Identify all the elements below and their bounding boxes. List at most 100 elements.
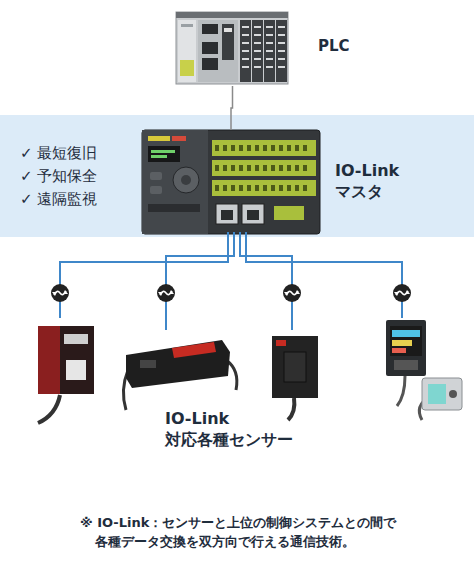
plc-illustration-part: [198, 20, 238, 82]
master-illustration-part: [148, 204, 200, 212]
master-illustration-part: [216, 204, 238, 224]
master-illustration-part-part: [223, 145, 227, 151]
io-link-wire-part: [240, 232, 292, 330]
master-illustration-part: [148, 136, 170, 141]
master-illustration-part: [212, 160, 316, 176]
check-item: ✓ 最短復旧: [20, 143, 97, 163]
master-illustration-part-part: [247, 165, 251, 171]
master-illustration-part-part: [303, 145, 307, 151]
master-illustration-part-part: [263, 185, 267, 191]
check-item: ✓ 予知保全: [20, 166, 97, 186]
master-illustration-part-part: [247, 185, 251, 191]
master-illustration-part: [142, 130, 320, 234]
master-illustration-part: [151, 155, 167, 158]
fiber-amplifier-part: [126, 340, 230, 388]
plc-illustration-part: [222, 24, 234, 60]
plc-illustration-part: [202, 58, 218, 70]
io-link-wire: [60, 232, 402, 330]
master-illustration-part-part: [231, 145, 235, 151]
io-link-symbol-part: [160, 291, 172, 295]
master-illustration-part: [148, 146, 180, 162]
plc-illustration-part-part: [254, 26, 261, 28]
photoelectric-sensor-part: [288, 398, 294, 420]
plc-illustration: [176, 12, 288, 84]
photoelectric-sensor-part: [284, 352, 306, 382]
io-link-symbol-part: [393, 284, 411, 302]
master-illustration-part-part: [303, 185, 307, 191]
master-illustration-part-part: [287, 145, 291, 151]
plc-illustration-part-part: [242, 26, 249, 28]
io-link-symbol-part: [157, 284, 175, 302]
master-illustration-part-part: [239, 185, 243, 191]
plc-illustration-part-part: [266, 26, 273, 28]
master-illustration-part: [181, 175, 191, 185]
vision-sensor: [386, 320, 462, 420]
vision-sensor-part: [392, 340, 412, 346]
master-illustration-part-part: [231, 185, 235, 191]
plc-illustration-part-part: [254, 66, 261, 68]
plc-illustration-part: [276, 20, 287, 82]
laser-sensor-part: [38, 326, 94, 394]
io-link-symbol-part: [51, 284, 69, 302]
photoelectric-sensor-part: [272, 336, 318, 398]
master-illustration-part: [173, 167, 199, 193]
io-link-symbol-part: [286, 291, 298, 295]
plc-illustration-part-part: [242, 34, 249, 36]
master-illustration-part-part: [239, 165, 243, 171]
plc-illustration-part: [240, 20, 251, 82]
vision-sensor-part: [392, 330, 420, 337]
master-illustration-part: [150, 186, 162, 194]
master-illustration-part: [212, 180, 316, 196]
plc-illustration-part: [264, 20, 275, 82]
plc-illustration-part-part: [266, 50, 273, 52]
master-illustration-part-part: [279, 185, 283, 191]
plc-illustration-part-part: [254, 50, 261, 52]
master-illustration-part-part: [279, 145, 283, 151]
master-illustration-part: [247, 210, 259, 220]
master-illustration-part-part: [255, 165, 259, 171]
plc-illustration-part-part: [278, 66, 285, 68]
master-illustration-part-part: [295, 185, 299, 191]
plc-illustration-part-part: [242, 66, 249, 68]
master-illustration-part-part: [271, 185, 275, 191]
plc-illustration-part-part: [266, 58, 273, 60]
vision-sensor-part: [419, 396, 430, 420]
vision-sensor-part: [422, 378, 462, 410]
master-illustration-part: [215, 145, 307, 191]
master-illustration-part-part: [295, 145, 299, 151]
master-illustration-part: [221, 210, 233, 220]
master-illustration-part-part: [287, 165, 291, 171]
master-illustration-part-part: [295, 165, 299, 171]
io-link-wire-part: [60, 232, 228, 318]
plc-illustration-part: [242, 26, 285, 68]
laser-sensor: [38, 326, 94, 423]
group-label: IO-Link 対応各種センサー: [165, 408, 315, 450]
plc-illustration-part-part: [278, 42, 285, 44]
io-link-symbol-part: [54, 291, 66, 295]
laser-sensor-part: [38, 326, 60, 394]
io-link-symbol-part: [283, 284, 301, 302]
plc-illustration-part-part: [242, 58, 249, 60]
plc-illustration-part-part: [278, 58, 285, 60]
plc-illustration-part: [178, 20, 196, 82]
master-illustration-part: [274, 206, 304, 220]
photoelectric-sensor-part: [276, 340, 286, 346]
network-cable: [231, 86, 233, 130]
io-link-wire-part: [166, 232, 234, 330]
master-illustration: [142, 130, 320, 234]
plc-illustration-part: [202, 24, 218, 34]
master-illustration-part-part: [231, 165, 235, 171]
plc-illustration-part-part: [266, 34, 273, 36]
master-illustration-part: [172, 136, 186, 141]
plc-illustration-part-part: [242, 50, 249, 52]
vision-sensor-part: [394, 360, 418, 370]
photoelectric-sensor: [272, 336, 318, 420]
fiber-amplifier-part: [123, 370, 128, 410]
master-node: IO-Link マスタ: [140, 130, 322, 235]
fiber-amplifier-part: [172, 342, 216, 358]
check-item: ✓ 遠隔監視: [20, 189, 97, 209]
plc-node: PLC: [175, 10, 290, 86]
